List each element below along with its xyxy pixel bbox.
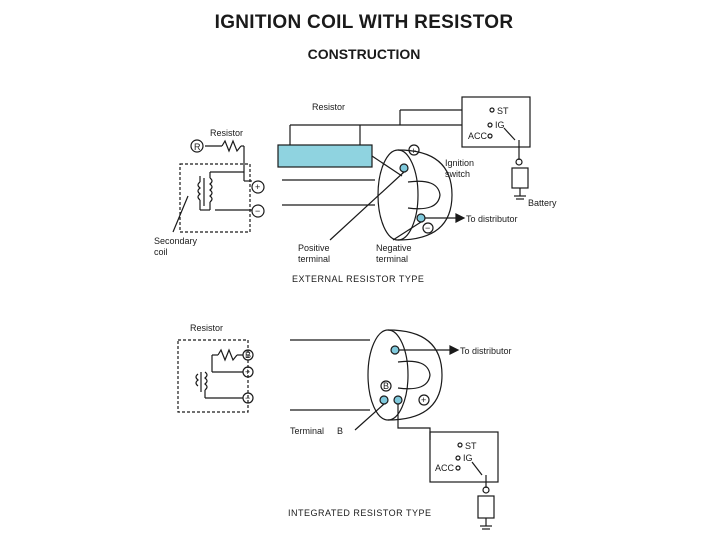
to-distributor-label: To distributor	[466, 214, 518, 224]
int-plus-mark	[418, 394, 430, 406]
ignition-switch-label-2: switch	[445, 169, 470, 179]
minus-mark: −	[255, 206, 260, 216]
int-battery-icon	[477, 495, 495, 519]
ext-minus-mark	[422, 222, 434, 234]
positive-terminal-post	[399, 163, 409, 173]
ignition-switch-label: Ignition	[445, 158, 474, 168]
ext-plus-text: +	[411, 146, 416, 156]
schematic-resistor-zigzag	[221, 139, 242, 153]
ignition-switch-box	[461, 96, 531, 148]
schematic-resistor-label: Resistor	[210, 128, 243, 138]
int-minus-terminal-icon	[242, 392, 254, 404]
battery-icon	[511, 167, 529, 189]
r-terminal-icon	[190, 139, 204, 153]
r-mark: R	[194, 142, 201, 152]
secondary-coil-label-2: coil	[154, 247, 168, 257]
ext-minus-text: −	[425, 223, 430, 233]
int-b-terminal-icon	[242, 349, 254, 361]
negative-terminal-post	[416, 213, 426, 223]
int-switch-st-label: ST	[465, 441, 477, 451]
switch-ig-label: IG	[495, 120, 505, 130]
int-terminal-b-label: B	[337, 426, 343, 436]
ext-plus-mark	[408, 144, 420, 156]
integrated-caption: INTEGRATED RESISTOR TYPE	[288, 508, 432, 518]
minus-terminal-icon	[251, 204, 265, 218]
plus-mark: +	[255, 182, 260, 192]
int-b-mark-text: B	[383, 381, 389, 391]
int-switch-acc-label: ACC	[435, 463, 455, 473]
int-plus-terminal-icon	[242, 366, 254, 378]
int-plus-text: +	[245, 367, 250, 377]
int-ignition-switch-box	[429, 431, 499, 483]
int-distributor-post	[390, 345, 400, 355]
int-b-text: B	[245, 350, 251, 360]
page-subtitle: CONSTRUCTION	[307, 46, 421, 62]
secondary-coil-label: Secondary	[154, 236, 198, 246]
int-terminal-label: Terminal	[290, 426, 324, 436]
page-title: IGNITION COIL WITH RESISTOR	[214, 12, 514, 33]
external-resistor-block	[277, 144, 373, 168]
external-caption: EXTERNAL RESISTOR TYPE	[292, 274, 424, 284]
external-resistor-label: Resistor	[312, 102, 345, 112]
switch-st-label: ST	[497, 106, 509, 116]
switch-acc-label: ACC	[468, 131, 488, 141]
external-schematic	[172, 139, 252, 233]
battery-label: Battery	[528, 198, 557, 208]
int-b-mark	[380, 380, 392, 392]
plus-terminal-icon	[251, 180, 265, 194]
negative-terminal-label: Negative	[376, 243, 412, 253]
positive-terminal-label: Positive	[298, 243, 330, 253]
int-minus-text: −	[245, 393, 250, 403]
positive-terminal-label-2: terminal	[298, 254, 330, 264]
int-positive-post	[393, 395, 403, 405]
int-to-distributor-label: To distributor	[460, 346, 512, 356]
int-switch-ig-label: IG	[463, 453, 473, 463]
int-terminal-b-post	[379, 395, 389, 405]
negative-terminal-label-2: terminal	[376, 254, 408, 264]
int-schematic-resistor-label: Resistor	[190, 323, 223, 333]
int-plus-mark-text: +	[421, 395, 426, 405]
integrated-schematic	[177, 339, 249, 413]
